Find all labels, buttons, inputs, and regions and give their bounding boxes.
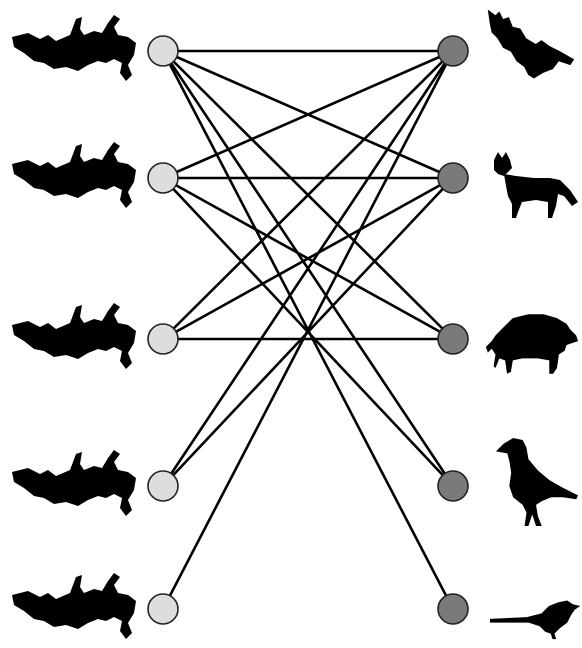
magpie-icon xyxy=(490,601,580,640)
right-node-R4 xyxy=(438,471,468,501)
wild-boar-icon xyxy=(486,314,578,374)
right-node-R5 xyxy=(438,594,468,624)
carcass-icon xyxy=(12,450,136,516)
left-node-L5 xyxy=(148,594,178,624)
right-node-R2 xyxy=(438,163,468,193)
left-node-L4 xyxy=(148,471,178,501)
carcass-icon xyxy=(12,15,136,81)
vulture-icon xyxy=(488,9,574,78)
raven-icon xyxy=(496,438,578,526)
carcass-icon xyxy=(12,573,136,639)
right-node-R3 xyxy=(438,324,468,354)
carcass-icon xyxy=(12,142,136,208)
right-node-R1 xyxy=(438,36,468,66)
left-node-L2 xyxy=(148,163,178,193)
fox-icon xyxy=(494,152,578,218)
left-node-L3 xyxy=(148,324,178,354)
edges xyxy=(163,51,453,609)
species-icons xyxy=(12,9,580,639)
carcass-icon xyxy=(12,303,136,369)
left-node-L1 xyxy=(148,36,178,66)
